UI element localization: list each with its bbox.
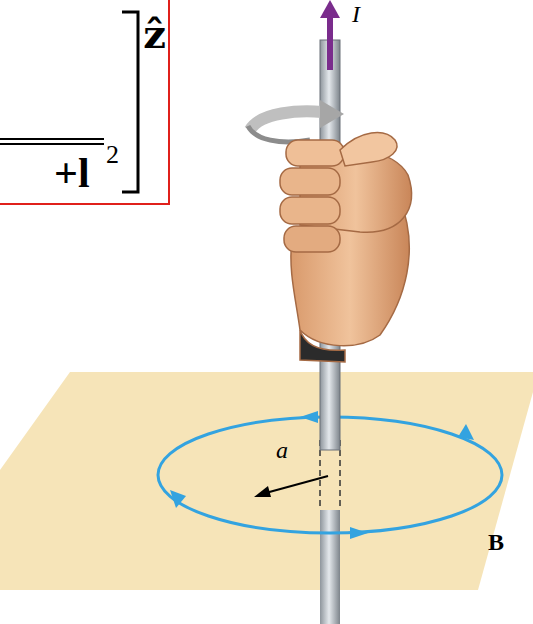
radius-label: a bbox=[276, 438, 288, 462]
curl-arrow bbox=[250, 111, 322, 130]
formula-term: +l bbox=[54, 152, 90, 194]
formula-box: ẑ +l 2 bbox=[0, 0, 170, 205]
plane bbox=[0, 372, 533, 590]
right-hand bbox=[280, 133, 411, 362]
exponent: 2 bbox=[106, 142, 119, 168]
current-label: I bbox=[352, 2, 360, 26]
unit-vector: ẑ bbox=[143, 14, 166, 54]
current-arrow bbox=[327, 14, 333, 70]
field-label: B bbox=[488, 530, 504, 554]
